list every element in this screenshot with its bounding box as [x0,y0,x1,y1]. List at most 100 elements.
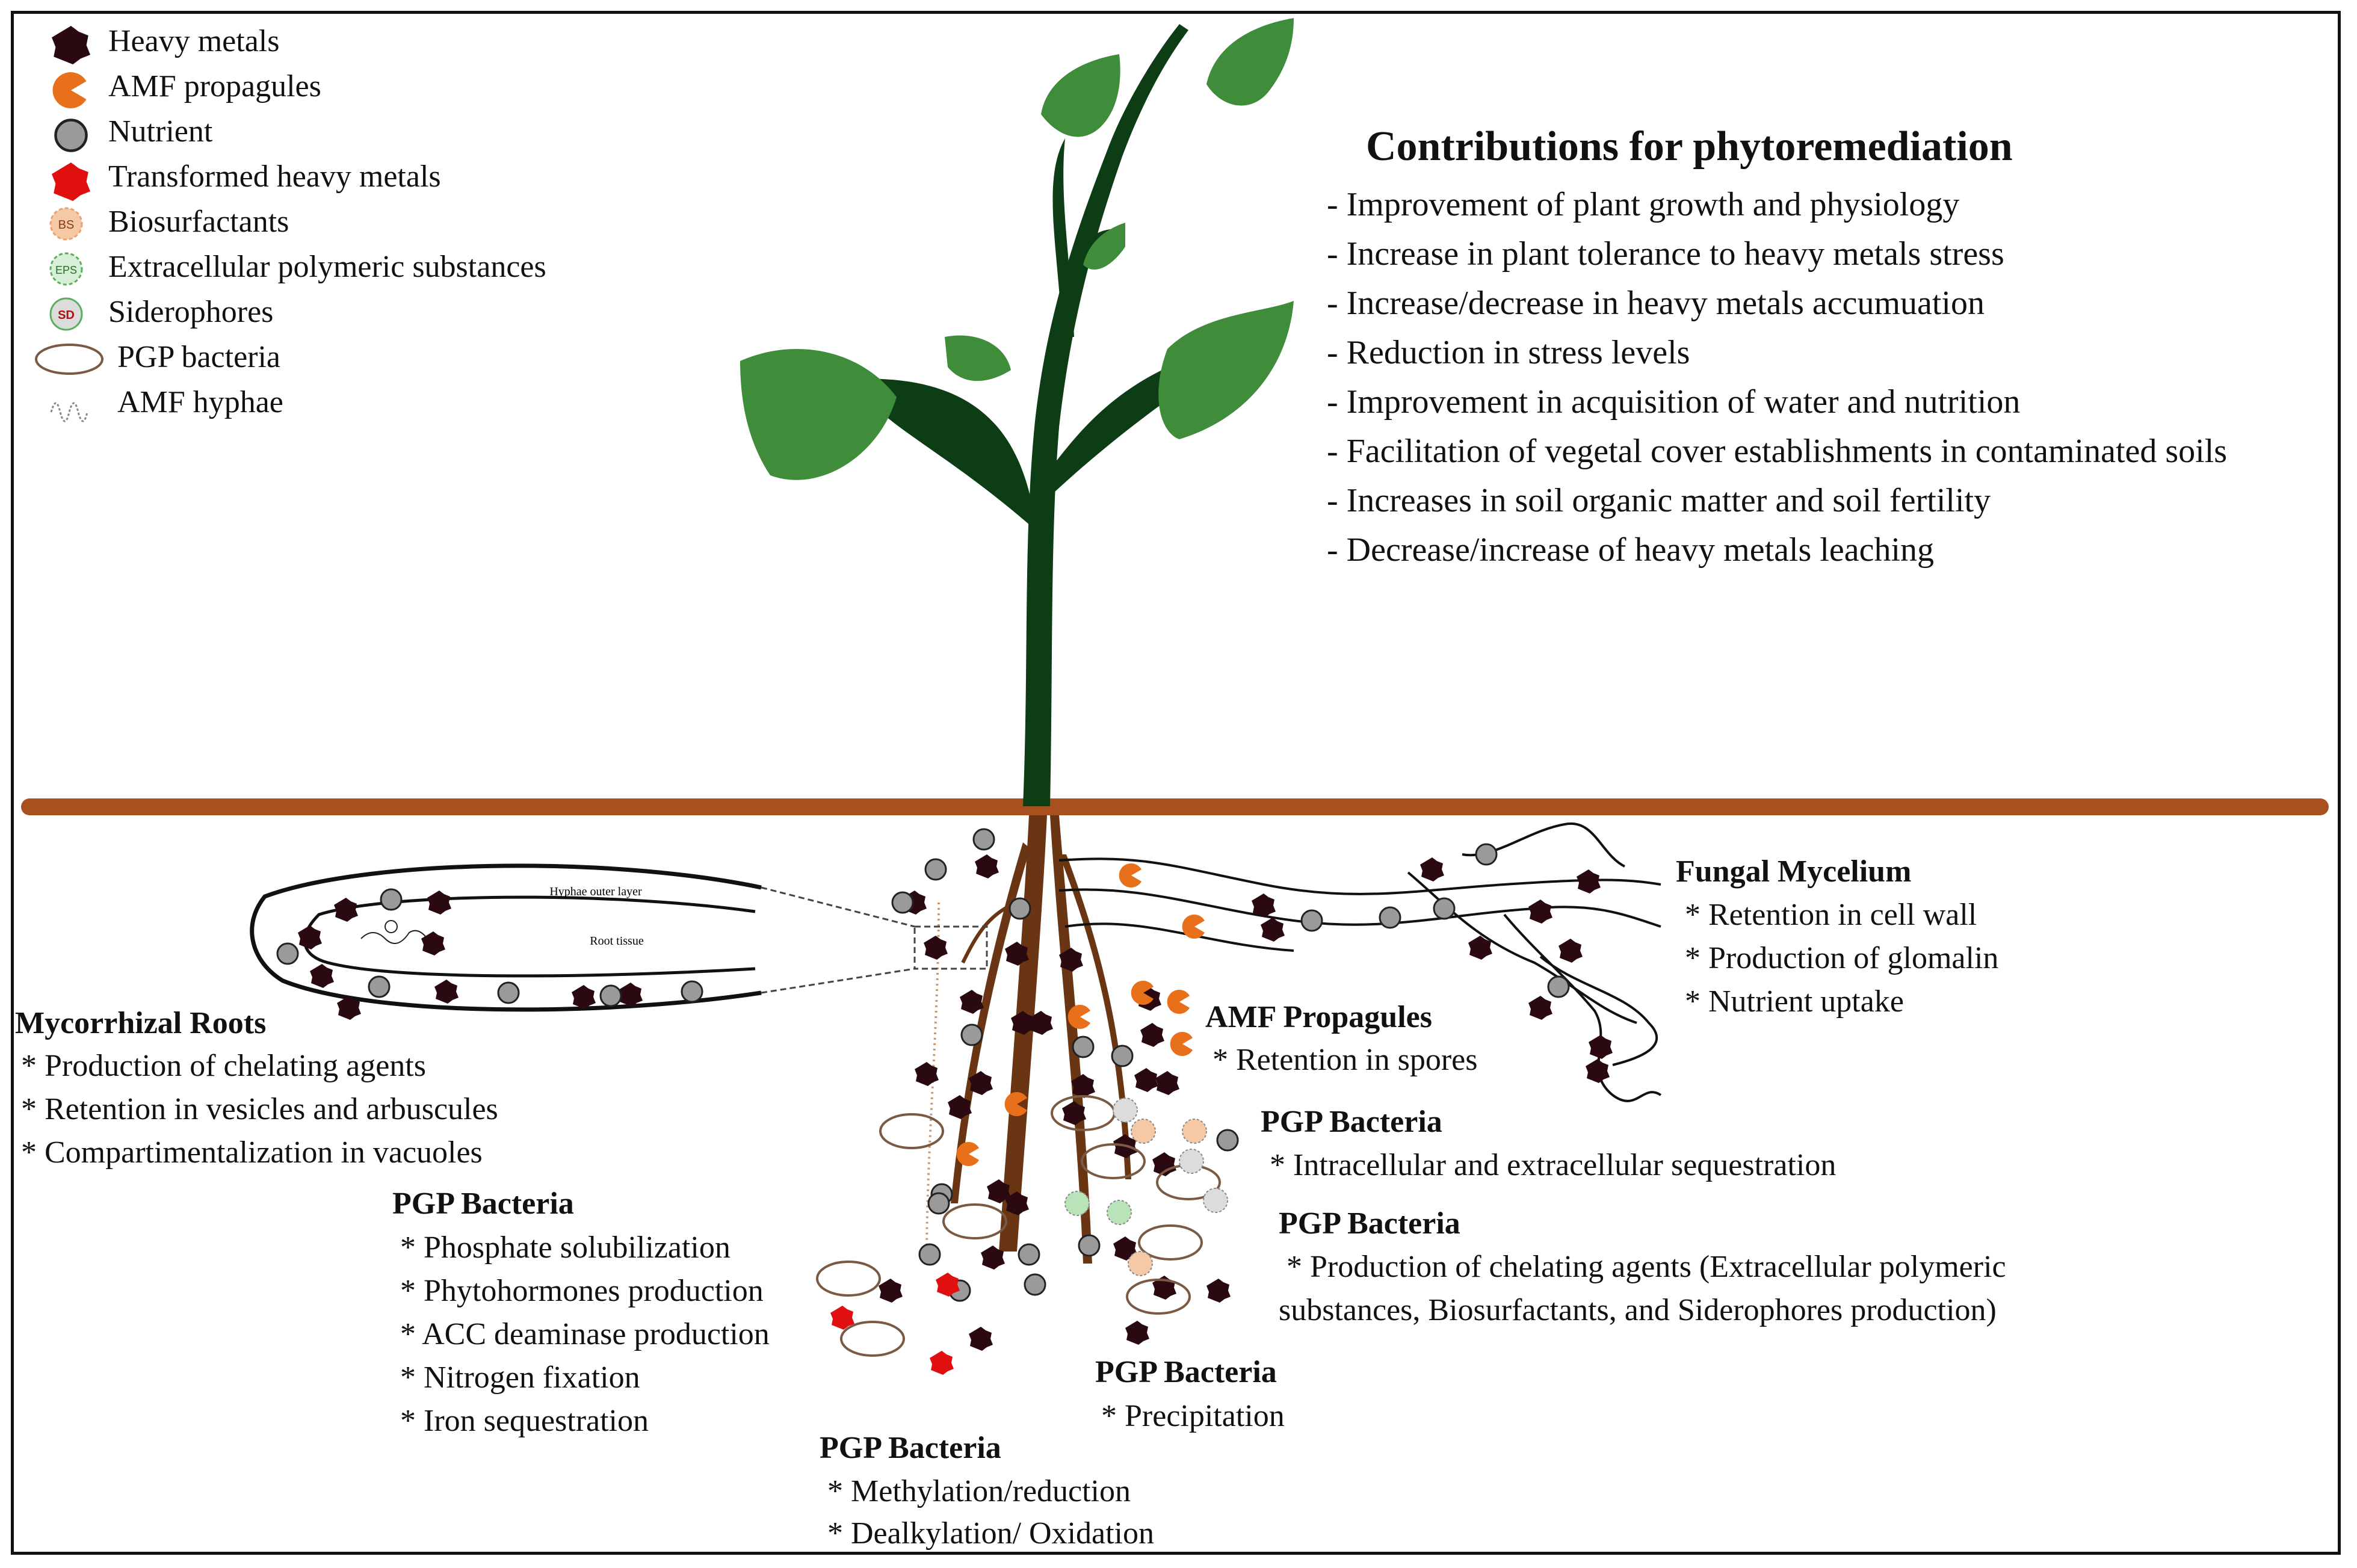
svg-text:Root tissue: Root tissue [590,934,644,948]
nutrient-icon [927,1192,950,1215]
pgp-chel-title: PGP Bacteria [1279,1206,1460,1241]
heavy-metal-icon [52,26,90,64]
pgp-left-item: * Phosphate solubilization [400,1230,731,1265]
soil-particles [276,828,1613,1375]
chelator-badge-icon [1113,1097,1138,1123]
pgp-left-item: * ACC deaminase production [400,1317,770,1351]
mycorrhizal-roots-title: Mycorrhizal Roots [15,1006,267,1040]
eps-icon: EPS [49,252,83,286]
chelator-badge-icon [1179,1149,1204,1174]
pgp-seq-title: PGP Bacteria [1261,1105,1442,1139]
nutrient-icon [1547,975,1570,998]
contribution-item: - Facilitation of vegetal cover establis… [1327,433,2228,470]
plant-stem [1023,24,1188,806]
heavy-metal-icon [1140,1023,1164,1047]
legend-label-nutrient: Nutrient [108,114,213,149]
heavy-metal-icon [879,1279,903,1303]
nutrient-icon [276,942,299,965]
nutrient-icon [380,888,403,911]
nutrient-icon [56,120,87,151]
pgp-bacteria-icon [942,1203,1007,1239]
mycorrhizal-roots-item: * Retention in vesicles and arbuscules [21,1092,498,1126]
heavy-metal-icon [1577,869,1601,894]
nutrient-icon [891,891,914,914]
nutrient-icon [972,828,995,851]
nutrient-icon [1111,1045,1134,1067]
heavy-metal-icon [924,936,948,960]
pgp-bottom-title: PGP Bacteria [820,1431,1001,1465]
nutrient-icon [1009,897,1031,920]
heavy-metal-icon [1125,1321,1149,1345]
contribution-item: - Increases in soil organic matter and s… [1327,482,1991,519]
mycorrhizal-roots-item: * Compartimentalization in vacuoles [21,1135,483,1170]
leaf [1206,18,1294,106]
nutrient-icon [599,984,622,1007]
contribution-item: - Reduction in stress levels [1327,334,1690,371]
pgp-bacteria-icon [35,344,103,375]
pgp-bacteria-icon [840,1321,905,1357]
nutrient-icon [681,980,703,1003]
leaf [740,349,897,480]
amf-propagule-icon [52,72,87,108]
transformed-metal-icon [930,1351,954,1375]
pgp-left-title: PGP Bacteria [392,1187,574,1221]
contribution-item: - Improvement of plant growth and physio… [1327,186,1960,223]
pgp-seq-item: * Intracellular and extracellular seques… [1270,1148,1836,1182]
leaf [1083,223,1125,270]
heavy-metal-icon [1528,900,1552,924]
pgp-bacteria-icon [816,1261,881,1297]
roots [925,815,1131,1264]
heavy-metal-icon [619,983,643,1007]
nutrient-icon [960,1023,983,1046]
pgp-left-item: * Nitrogen fixation [400,1360,640,1395]
mycorrhizal-roots-item: * Production of chelating agents [21,1049,426,1083]
nutrient-icon [1216,1129,1239,1152]
nutrient-icon [1024,1273,1046,1296]
amf-propagule-icon [1170,1032,1193,1056]
figure-frame [11,11,2341,1555]
contribution-item: - Decrease/increase of heavy metals leac… [1327,531,1935,569]
amf-propagule-icon [1119,863,1141,887]
legend-label-amf-hyphae: AMF hyphae [117,385,283,419]
pgp-left-item: * Phytohormones production [400,1274,764,1308]
contribution-item: - Increase/decrease in heavy metals accu… [1327,285,1985,322]
pgp-bacteria-icon [1081,1143,1146,1179]
legend-label-siderophores: Siderophores [108,295,274,329]
chelator-badge-icon [1131,1119,1156,1144]
heavy-metal-icon [572,985,596,1009]
amf-propagules-title: AMF Propagules [1205,1000,1432,1034]
contribution-item: - Improvement in acquisition of water an… [1327,383,2021,421]
svg-text:SD: SD [58,309,75,322]
heavy-metal-icon [915,1062,939,1086]
pgp-chel-item: substances, Biosurfactants, and Sideroph… [1279,1293,1997,1327]
fungal-mycelium-title: Fungal Mycelium [1676,854,1912,889]
svg-text:BS: BS [58,218,75,232]
chelator-badge-icon [1064,1191,1090,1216]
pgp-left-item: * Iron sequestration [400,1404,649,1438]
legend-label-biosurfactants: Biosurfactants [108,205,289,239]
fungal-mycelium-item: * Retention in cell wall [1685,898,1977,932]
amf-propagule-icon [1167,990,1190,1014]
heavy-metal-icon [1420,857,1444,881]
chelator-badge-icon [1128,1251,1153,1276]
legend-label-heavy-metals: Heavy metals [108,24,280,58]
pgp-bottom-item: * Dealkylation/ Oxidation [827,1516,1155,1551]
heavy-metal-icon [334,898,358,922]
biosurfactant-icon: BS [49,207,83,241]
pgp-precip-item: * Precipitation [1101,1399,1285,1433]
contribution-item: - Increase in plant tolerance to heavy m… [1327,235,2004,273]
siderophore-icon: SD [49,297,83,331]
leaf [1041,54,1120,137]
soil-surface-line [21,798,2329,815]
heavy-metal-icon [298,925,322,949]
nutrient-icon [918,1243,941,1266]
nutrient-icon [1379,906,1401,929]
chelator-badge-icon [1182,1119,1207,1144]
heavy-metal-icon [1261,918,1285,942]
legend-label-pgp-bacteria: PGP bacteria [117,340,280,374]
heavy-metal-icon [1589,1035,1613,1059]
heavy-metal-icon [1206,1279,1231,1303]
nutrient-icon [1433,897,1456,920]
nutrient-icon [1475,843,1498,866]
nutrient-icon [497,981,520,1004]
